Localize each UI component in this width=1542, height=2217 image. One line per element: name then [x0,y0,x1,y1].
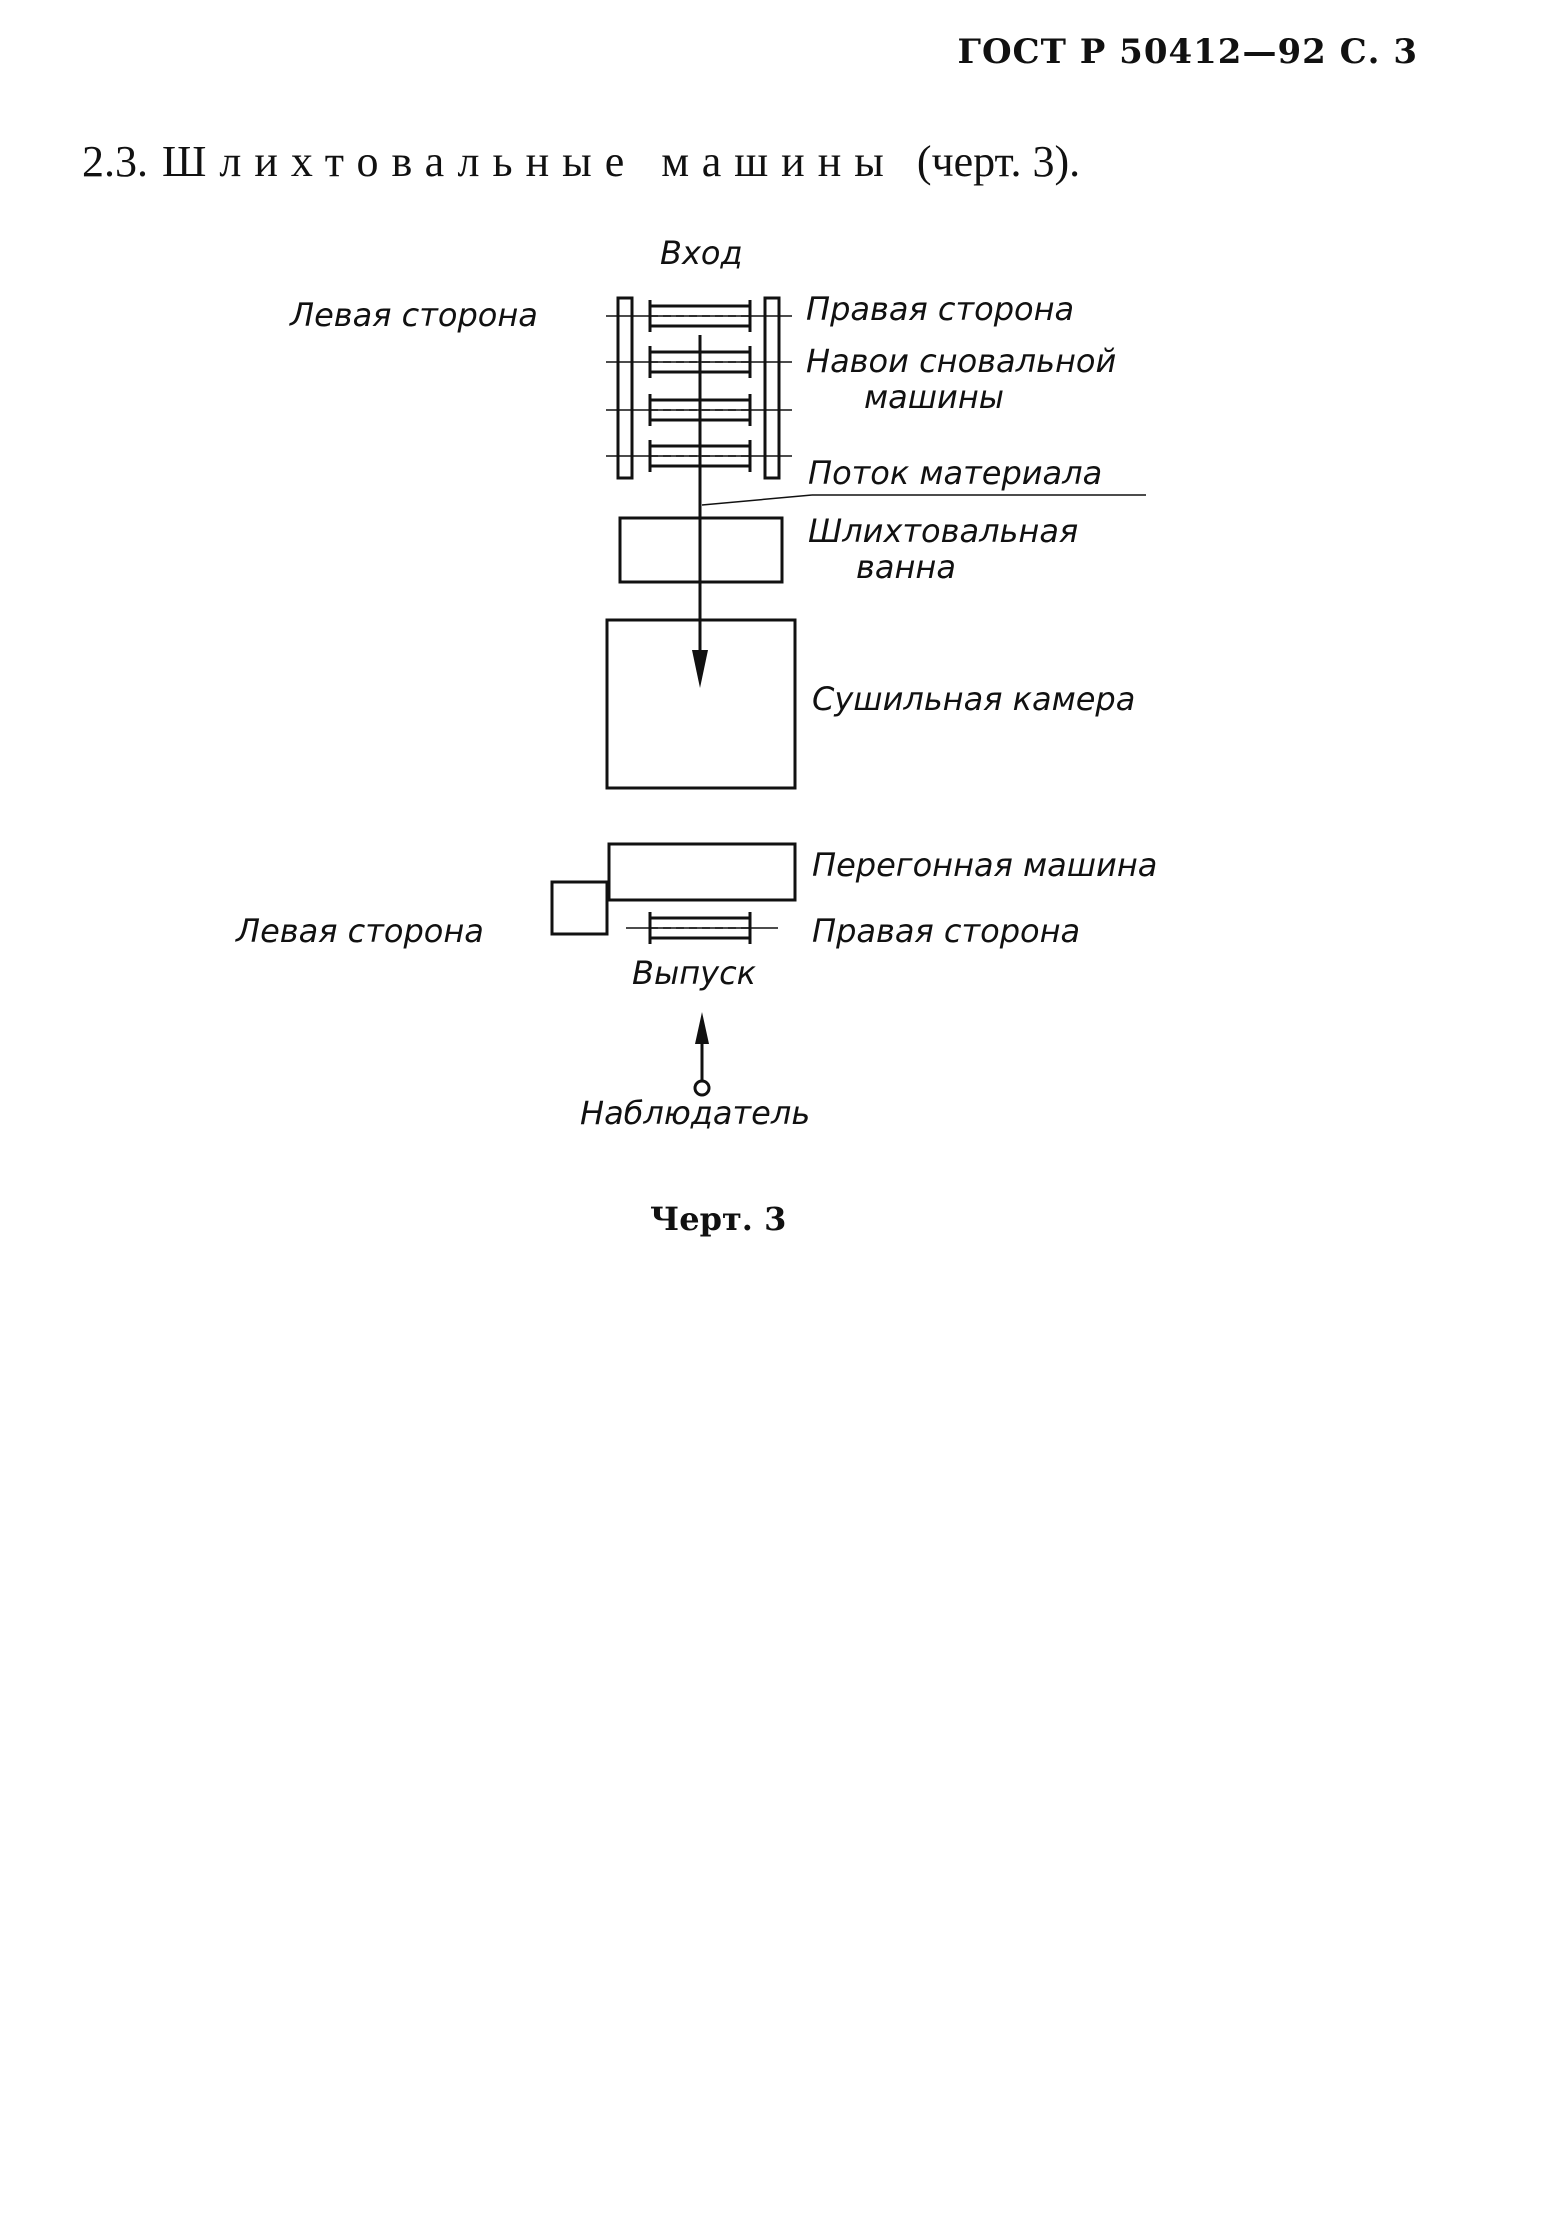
beaming-machine-box [607,842,797,902]
label-right-side-top: Правая сторона [806,290,1074,328]
label-sizing-bath-line2: ванна [856,548,956,586]
label-left-side-bottom: Левая сторона [235,912,484,950]
page-header: ГОСТ Р 50412—92 С. 3 [957,32,1418,72]
section-title: 2.3. Шлихтовальные машины (черт. 3). [82,136,1080,187]
label-drying-chamber: Сушильная камера [812,680,1135,718]
creel-right-frame [763,296,781,480]
figure-caption: Черт. 3 [650,1200,787,1238]
label-entry: Вход [660,234,743,272]
creel-left-frame [616,296,634,480]
output-beam [626,912,778,944]
section-name: Шлихтовальные машины [162,137,897,186]
label-material-flow: Поток материала [808,454,1102,492]
label-warp-beams-line2: машины [864,378,1004,416]
label-exit: Выпуск [632,954,757,992]
beaming-machine-motor [550,880,609,936]
material-flow-arrow [692,335,708,688]
material-flow-leader [701,494,813,506]
section-figure-ref: (черт. 3). [916,137,1081,186]
label-right-side-bottom: Правая сторона [812,912,1080,950]
section-number: 2.3. [82,137,148,186]
label-sizing-bath-line1: Шлихтовальная [808,512,1078,550]
label-observer: Наблюдатель [580,1094,810,1132]
label-left-side-top: Левая сторона [289,296,538,334]
warp-beam [606,300,792,332]
label-beaming-machine: Перегонная машина [812,846,1157,884]
observer-arrow [693,1012,711,1097]
label-warp-beams-line1: Навои сновальной [806,342,1116,380]
